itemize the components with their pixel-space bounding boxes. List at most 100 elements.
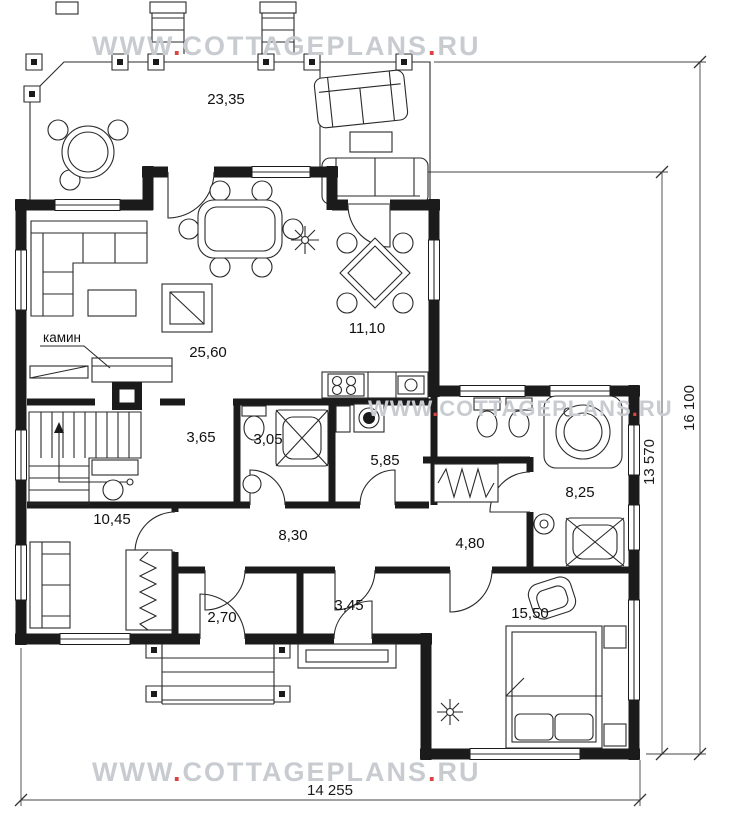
wardrobe-hanger-squiggle bbox=[138, 551, 158, 631]
terrace-chair bbox=[107, 119, 129, 141]
sofa-cushion-lines bbox=[41, 542, 70, 628]
dining-table bbox=[197, 199, 283, 259]
watermark-dot: . bbox=[173, 757, 183, 787]
dining-chair bbox=[209, 180, 231, 202]
fireplace-label: камин bbox=[43, 330, 81, 345]
pillow bbox=[554, 713, 594, 741]
bedroom-plant-icon bbox=[437, 699, 463, 725]
dimension-overall-height: 16 100 bbox=[681, 385, 698, 431]
armchair-seat bbox=[536, 585, 569, 613]
dining-chair bbox=[209, 256, 231, 278]
stairs-arrow-head bbox=[54, 422, 64, 433]
terrace-sofa-upper bbox=[313, 69, 409, 129]
kitchen-chair bbox=[392, 232, 414, 254]
kitchen-counter bbox=[321, 371, 429, 399]
staircase bbox=[28, 411, 142, 505]
toilet-bowl bbox=[476, 410, 498, 438]
toilet-small-bath bbox=[241, 405, 267, 441]
fireplace-label-leader bbox=[40, 345, 111, 369]
dimension-overall-width: 14 255 bbox=[307, 782, 353, 799]
room-area-hall: 3,65 bbox=[186, 429, 215, 446]
plant-icon bbox=[291, 226, 319, 254]
wall-hung-toilet bbox=[473, 397, 501, 438]
fireplace-firebox-inner bbox=[118, 388, 136, 404]
pergola-beam bbox=[55, 1, 79, 15]
watermarks: WWW.COTTAGEPLANS.RU WWW.COTTAGEPLANS.RU … bbox=[92, 31, 673, 787]
watermark-suffix: RU bbox=[438, 31, 481, 61]
toilet-bowl bbox=[243, 415, 265, 441]
plant-pot bbox=[300, 235, 310, 245]
terrace-round-table-inner bbox=[67, 131, 109, 173]
wardrobe-hanger-squiggle bbox=[437, 466, 495, 500]
pergola-beam bbox=[149, 1, 187, 14]
room-area-mudroom: 3,45 bbox=[334, 597, 363, 614]
watermark-dot: . bbox=[432, 396, 439, 421]
terrace-round-table bbox=[61, 125, 115, 179]
terrace-coffee-table bbox=[349, 131, 393, 153]
watermark-bottom: WWW.COTTAGEPLANS.RU bbox=[92, 757, 481, 787]
washing-machine bbox=[353, 403, 385, 433]
watermark-dot: . bbox=[632, 396, 639, 421]
kitchen-sink bbox=[397, 375, 425, 395]
stoop-step bbox=[305, 649, 389, 663]
shower-cross bbox=[275, 409, 329, 467]
kitchen-table-inner bbox=[347, 245, 403, 301]
water-heater bbox=[335, 405, 351, 433]
dimension-extension-lines bbox=[20, 61, 706, 806]
tv-cabinet-inner bbox=[169, 291, 205, 325]
desk bbox=[91, 459, 139, 476]
watermark-top: WWW.COTTAGEPLANS.RU bbox=[92, 31, 481, 61]
sofa-cushion-lines bbox=[31, 232, 147, 316]
pillow bbox=[514, 713, 554, 741]
room-area-bath-small: 3,05 bbox=[253, 431, 282, 448]
shower-master-bath bbox=[565, 517, 625, 567]
exterior-walls bbox=[15, 166, 640, 760]
watermark-prefix: WWW bbox=[92, 757, 173, 787]
watermark-suffix: RU bbox=[438, 757, 481, 787]
kitchen-table bbox=[339, 237, 411, 309]
walk-in-wardrobe bbox=[433, 463, 499, 503]
tv-cabinet-brace bbox=[169, 291, 205, 325]
watermark-name: COTTAGEPLANS bbox=[182, 31, 428, 61]
room-area-utility: 5,85 bbox=[370, 452, 399, 469]
kitchen-chair bbox=[336, 292, 358, 314]
room-area-wardrobe: 4,80 bbox=[455, 535, 484, 552]
extension-lines bbox=[20, 61, 706, 806]
room-area-bathroom: 8,25 bbox=[565, 484, 594, 501]
study-sofa bbox=[29, 541, 71, 629]
room-area-bedroom: 15,50 bbox=[511, 605, 549, 622]
bed-mattress bbox=[511, 631, 597, 743]
plant-pot bbox=[445, 707, 455, 717]
dining-set bbox=[178, 180, 304, 278]
bed bbox=[505, 625, 603, 749]
shower-tray-inner bbox=[282, 416, 322, 460]
bedroom-armchair bbox=[527, 576, 577, 620]
watermark-name: COTTAGEPLANS bbox=[182, 757, 428, 787]
pergola-rails bbox=[151, 8, 295, 54]
dining-table-inner bbox=[204, 206, 276, 252]
kitchen-sink-bowl bbox=[404, 378, 418, 392]
desk-nook bbox=[91, 459, 139, 501]
bidet-tank bbox=[505, 397, 533, 411]
blanket-fold-line bbox=[505, 677, 602, 697]
nightstand bbox=[603, 723, 627, 747]
watermark-suffix: RU bbox=[639, 396, 673, 421]
washbasin-master-bath bbox=[533, 513, 555, 535]
room-area-terrace: 23,35 bbox=[207, 91, 245, 108]
stove-burner bbox=[345, 384, 357, 396]
sofa-cushion-lines bbox=[319, 70, 401, 128]
desk-chair bbox=[102, 479, 124, 501]
dining-chair bbox=[251, 180, 273, 202]
shower-small-bath bbox=[275, 409, 329, 467]
tub-basin-inner bbox=[563, 412, 603, 452]
dimension-ticks bbox=[14, 55, 707, 807]
dimension-lines bbox=[21, 62, 701, 801]
terrace-dining-set bbox=[47, 119, 129, 191]
tv-cabinet bbox=[161, 283, 213, 333]
basin-bowl bbox=[533, 513, 555, 535]
watermark-dot: . bbox=[173, 31, 183, 61]
watermark-dot: . bbox=[428, 757, 438, 787]
basin-drain bbox=[539, 519, 549, 529]
